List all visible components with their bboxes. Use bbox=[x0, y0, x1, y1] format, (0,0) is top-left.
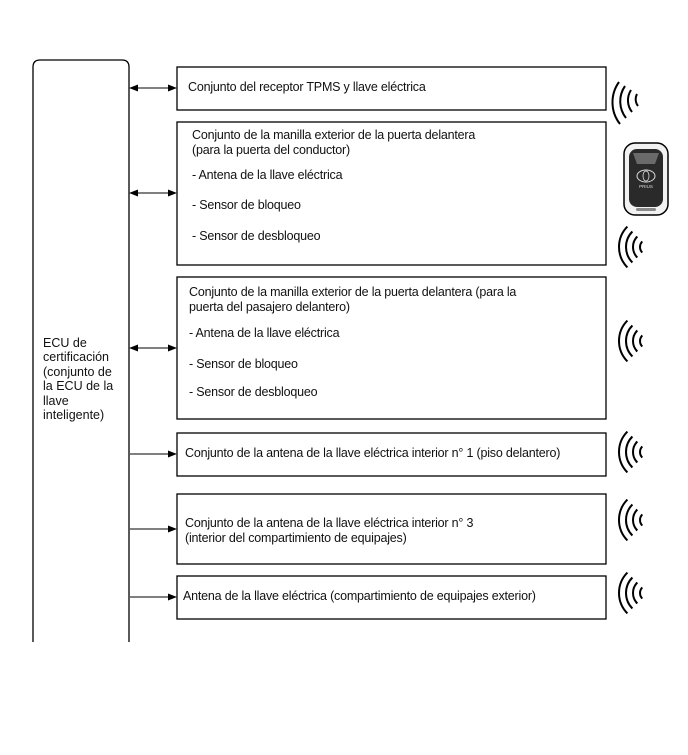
radio-wave-icon bbox=[618, 319, 644, 363]
driver-door-title: (para la puerta del conductor) bbox=[192, 143, 350, 157]
antenna-ext-title: Antena de la llave eléctrica (compartimi… bbox=[183, 589, 536, 603]
antenna-1-title: Conjunto de la antena de la llave eléctr… bbox=[185, 446, 561, 460]
svg-text:PRIUS: PRIUS bbox=[639, 184, 653, 189]
passenger-door-item: - Antena de la llave eléctrica bbox=[189, 326, 340, 340]
ecu-label-line: llave bbox=[43, 393, 69, 408]
tpms-box bbox=[176, 66, 607, 111]
antenna-1-box bbox=[176, 432, 607, 477]
passenger-door-item: - Sensor de desbloqueo bbox=[189, 385, 318, 399]
ecu-label-line: la ECU de la bbox=[43, 379, 114, 394]
antenna-3-box bbox=[176, 493, 607, 565]
passenger-door-title: Conjunto de la manilla exterior de la pu… bbox=[189, 285, 517, 299]
radio-wave-icon bbox=[618, 498, 644, 542]
ecu-label-line: certificación bbox=[43, 350, 109, 365]
wave-layer bbox=[618, 225, 644, 615]
ecu-label-line: inteligente) bbox=[43, 408, 105, 423]
antenna-3-title: (interior del compartimiento de equipaje… bbox=[185, 531, 407, 545]
ecu-label-line: (conjunto de bbox=[43, 364, 112, 379]
passenger-door-title: puerta del pasajero delantero) bbox=[189, 300, 350, 314]
driver-door-title: Conjunto de la manilla exterior de la pu… bbox=[192, 128, 476, 142]
ecu-box bbox=[32, 59, 130, 642]
antenna-ext-box bbox=[176, 575, 607, 620]
passenger-door-item: - Sensor de bloqueo bbox=[189, 357, 298, 371]
ecu-label-line: ECU de bbox=[43, 336, 87, 350]
incoming-radio-wave-icon bbox=[611, 81, 639, 125]
smart-key-fob-icon: PRIUS bbox=[623, 142, 669, 216]
radio-wave-icon bbox=[618, 571, 644, 615]
driver-door-item: - Antena de la llave eléctrica bbox=[192, 168, 343, 182]
radio-wave-icon bbox=[618, 225, 644, 269]
ecu-label: ECU de certificación (conjunto de la ECU… bbox=[43, 336, 123, 422]
passenger-door-box bbox=[176, 276, 607, 420]
antenna-3-title: Conjunto de la antena de la llave eléctr… bbox=[185, 516, 474, 530]
driver-door-item: - Sensor de bloqueo bbox=[192, 198, 301, 212]
tpms-title: Conjunto del receptor TPMS y llave eléct… bbox=[188, 80, 426, 94]
radio-wave-icon bbox=[618, 430, 644, 474]
driver-door-item: - Sensor de desbloqueo bbox=[192, 229, 321, 243]
driver-door-box bbox=[176, 121, 607, 266]
